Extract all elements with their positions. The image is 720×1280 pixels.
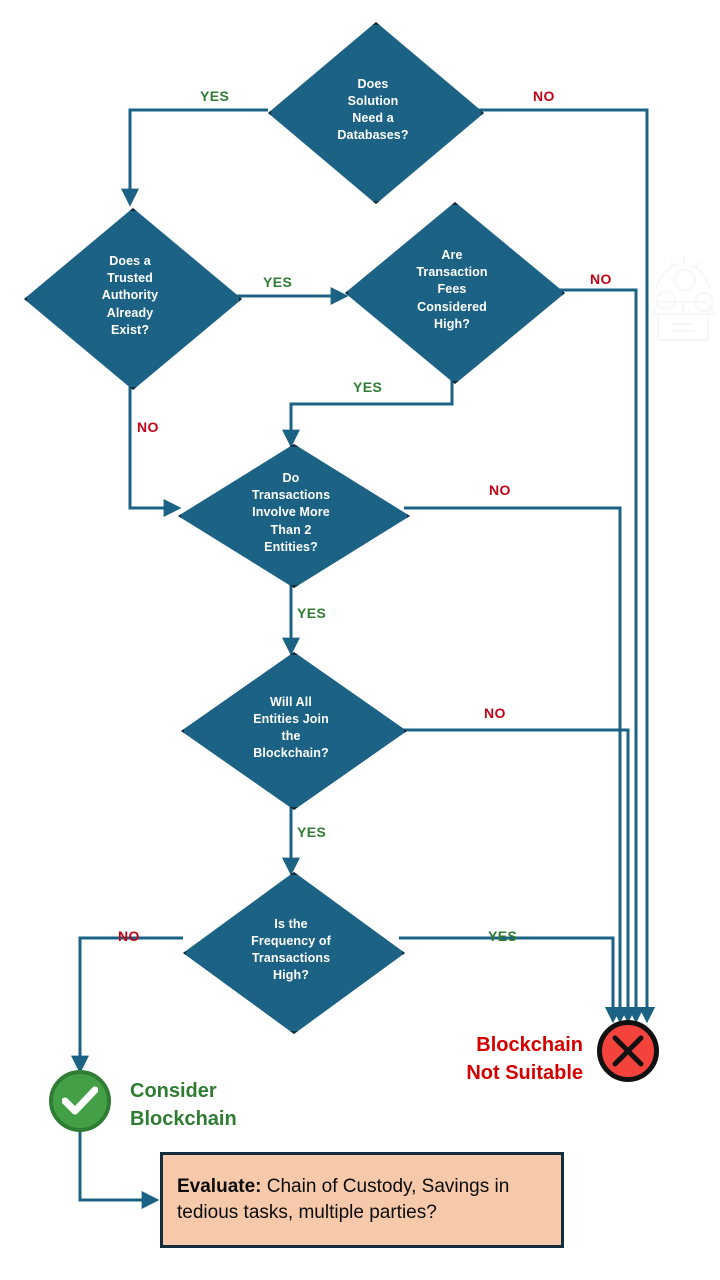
evaluate-note-lead: Evaluate:	[177, 1175, 262, 1197]
evaluate-note-text: Evaluate: Chain of Custody, Savings in t…	[177, 1174, 547, 1226]
decision-node-label: Is the Frequency of Transactions High?	[251, 916, 331, 983]
decision-node-label: Does a Trusted Authority Already Exist?	[101, 253, 159, 337]
decision-node-label: Do Transactions Involve More Than 2 Enti…	[251, 470, 331, 554]
failure-status-badge	[597, 1020, 659, 1082]
success-status-badge	[49, 1070, 111, 1132]
money-box-watermark-icon	[646, 252, 720, 344]
outcome-consider-blockchain-label: Consider Blockchain	[130, 1080, 237, 1130]
edge-label-q1-no: NO	[533, 88, 555, 104]
decision-node-label: Will All Entities Join the Blockchain?	[253, 694, 329, 761]
edge-label-q6-yes: YES	[488, 928, 518, 944]
edge-label-q3-no: NO	[590, 271, 612, 287]
decision-node-transaction-frequency-high[interactable]: Is the Frequency of Transactions High?	[183, 872, 405, 1034]
decision-node-more-than-2-entities[interactable]: Do Transactions Involve More Than 2 Enti…	[178, 444, 410, 588]
edge-label-q3-yes: YES	[353, 379, 383, 395]
edge-label-q5-yes: YES	[297, 824, 327, 840]
decision-node-label: Does Solution Need a Databases?	[337, 76, 409, 143]
edge-label-q4-yes: YES	[297, 605, 327, 621]
edge-label-q2-no: NO	[137, 419, 159, 435]
decision-node-label: Are Transaction Fees Considered High?	[416, 247, 488, 331]
edge-label-q5-no: NO	[484, 705, 506, 721]
decision-node-all-entities-join-blockchain[interactable]: Will All Entities Join the Blockchain?	[181, 652, 407, 810]
outcome-not-suitable-label: Blockchain Not Suitable	[466, 1034, 583, 1084]
decision-node-transaction-fees-high[interactable]: Are Transaction Fees Considered High?	[345, 202, 565, 384]
decision-node-does-solution-need-databases[interactable]: Does Solution Need a Databases?	[268, 22, 484, 204]
evaluate-note-body: Chain of Custody, Savings in tedious tas…	[177, 1175, 510, 1223]
cross-mark-icon	[612, 1035, 644, 1067]
evaluate-note-box: Evaluate: Chain of Custody, Savings in t…	[160, 1152, 564, 1248]
edge-label-q4-no: NO	[489, 482, 511, 498]
check-mark-icon	[62, 1086, 98, 1115]
edge-label-q1-yes: YES	[200, 88, 230, 104]
edge-label-q6-no: NO	[118, 928, 140, 944]
decision-node-trusted-authority-exists[interactable]: Does a Trusted Authority Already Exist?	[24, 208, 242, 390]
edge-label-q2-yes: YES	[263, 274, 293, 290]
